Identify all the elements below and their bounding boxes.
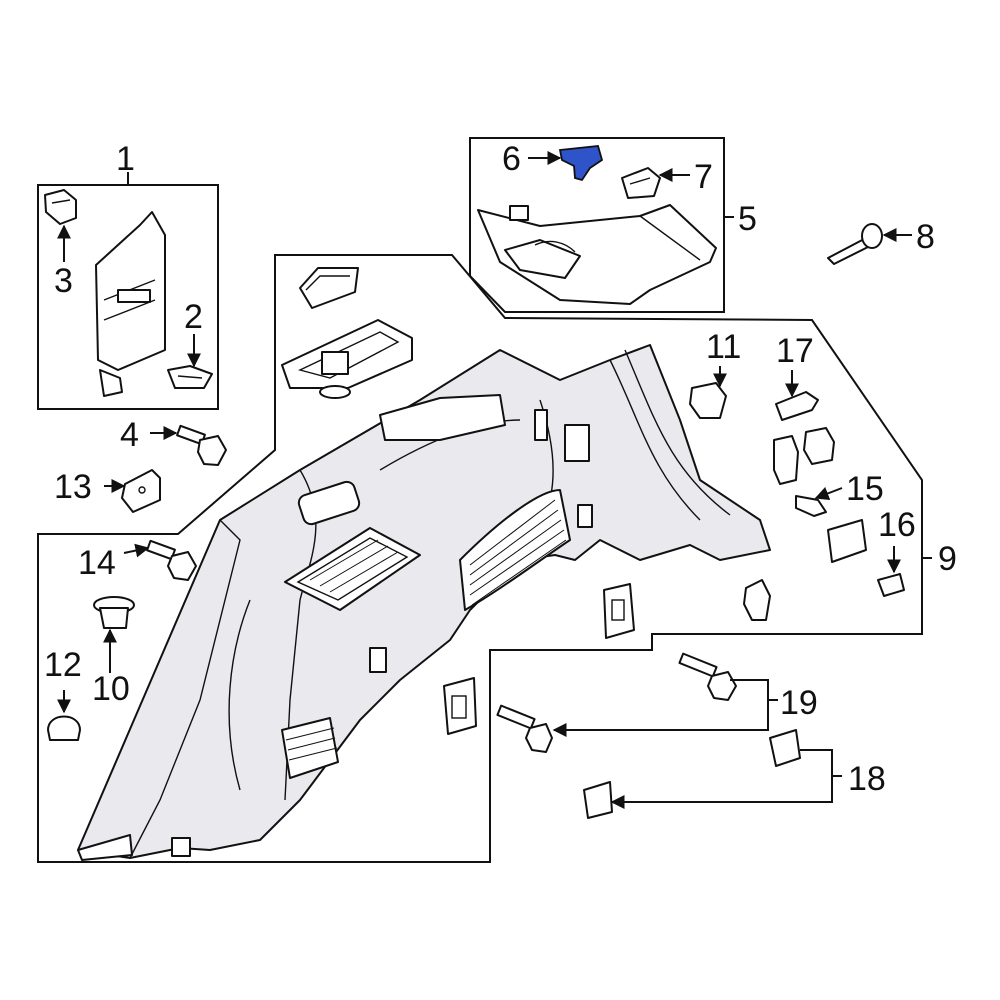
callout-labels: 1 2 3 4 5 6 7 8 9 10 11 12 13 14 15 16 1… — [44, 140, 957, 798]
callout-15: 15 — [846, 470, 884, 508]
clip-lower — [443, 677, 477, 735]
clip-center — [603, 583, 635, 639]
cap-16 — [877, 573, 905, 597]
callout-4: 4 — [120, 416, 139, 454]
bracket-13 — [121, 469, 161, 513]
clip-7 — [621, 167, 661, 199]
bolt-4 — [176, 424, 227, 466]
callout-2: 2 — [184, 298, 203, 336]
clip-center-right — [743, 579, 771, 621]
upper-trim-panel — [477, 204, 717, 305]
callout-16: 16 — [878, 506, 916, 544]
box-group-9 — [37, 254, 923, 863]
clip-2 — [167, 365, 213, 389]
callout-10: 10 — [92, 670, 130, 708]
callout-6: 6 — [502, 140, 521, 178]
highlighted-clip-6 — [558, 145, 604, 182]
callout-3: 3 — [54, 262, 73, 300]
box-group-5 — [469, 137, 725, 313]
clip-11 — [689, 382, 727, 419]
callout-14: 14 — [78, 544, 116, 582]
screw-8 — [827, 223, 883, 265]
callout-19: 19 — [780, 684, 818, 722]
callout-9: 9 — [938, 540, 957, 578]
storage-pocket — [281, 319, 413, 399]
trim-bracket — [95, 211, 166, 397]
quarter-trim-panel — [77, 344, 771, 861]
callout-12: 12 — [44, 646, 82, 684]
nut-18-lower — [583, 781, 613, 819]
callout-5: 5 — [738, 200, 757, 238]
push-pin-10 — [93, 596, 135, 629]
clip-3 — [44, 189, 77, 225]
callout-1: 1 — [116, 140, 135, 178]
callout-17: 17 — [776, 332, 814, 370]
screw-19-lower — [496, 704, 553, 753]
cap-12 — [47, 715, 81, 741]
storage-handle — [299, 267, 359, 309]
leader-lines — [57, 151, 912, 809]
callout-11: 11 — [706, 328, 741, 366]
bolt-14 — [146, 539, 197, 581]
clip-17 — [775, 391, 819, 421]
cover-plate — [827, 519, 867, 563]
callout-7: 7 — [694, 158, 713, 196]
callout-13: 13 — [54, 468, 92, 506]
callout-8: 8 — [916, 218, 935, 256]
nut-18-upper — [769, 729, 801, 767]
screw-19-upper — [678, 652, 737, 701]
bulb-socket-15 — [795, 495, 827, 517]
trim-clips-right — [773, 427, 835, 485]
callout-18: 18 — [848, 760, 886, 798]
